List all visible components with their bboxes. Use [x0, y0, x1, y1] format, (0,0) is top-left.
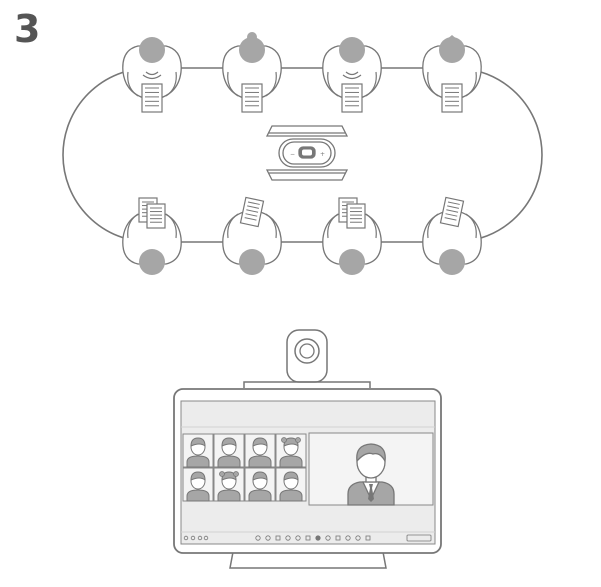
gallery-tile [275, 433, 307, 468]
participant-avatar-icon [248, 437, 272, 468]
display-stand [229, 551, 387, 569]
participant-gallery [182, 433, 307, 502]
toolbar-icon [335, 535, 341, 541]
leave-meeting-button [406, 534, 432, 542]
meeting-toolbar [181, 531, 435, 542]
presenter-avatar-icon [347, 443, 395, 506]
status-icon [183, 535, 189, 541]
document-icon [239, 196, 265, 228]
person-top-view-icon [422, 209, 482, 275]
gallery-tile [182, 433, 214, 468]
toolbar-icon [275, 535, 281, 541]
active-speaker-view [308, 432, 434, 506]
gallery-tile [213, 433, 245, 468]
document-icon [341, 83, 363, 113]
step-number: 3 [14, 7, 41, 51]
meeting-room-top-view: − + [62, 32, 543, 275]
toolbar-icon [255, 535, 261, 541]
toolbar-icon [355, 535, 361, 541]
toolbar-icon [265, 535, 271, 541]
gallery-tile [213, 467, 245, 502]
participant-avatar-icon [248, 471, 272, 502]
person-top-view-icon [322, 37, 382, 101]
person-top-view-icon [422, 35, 482, 101]
document-icon [241, 83, 263, 113]
document-icon [439, 196, 465, 228]
toolbar-icon [295, 535, 301, 541]
participant-avatar-icon [217, 471, 241, 502]
webcam-icon [243, 329, 371, 388]
gallery-tile [182, 467, 214, 502]
toolbar-icon [365, 535, 371, 541]
toolbar-icon [285, 535, 291, 541]
status-icon [197, 535, 203, 541]
document-icon [441, 83, 463, 113]
seat-top-4 [422, 35, 482, 113]
bottom-row-seats [122, 196, 482, 275]
svg-text:−: − [290, 151, 295, 158]
person-top-view-icon [122, 37, 182, 101]
document-icon [146, 203, 166, 229]
seat-bottom-4 [422, 196, 482, 275]
document-icon [346, 203, 366, 229]
participant-avatar-icon [186, 437, 210, 468]
document-icon [141, 83, 163, 113]
person-top-view-icon [222, 209, 282, 275]
toolbar-icon [305, 535, 311, 541]
seat-top-1 [122, 37, 182, 113]
seat-top-3 [322, 37, 382, 113]
participant-avatar-icon [186, 471, 210, 502]
video-conference-display [173, 329, 442, 569]
status-icon [203, 535, 209, 541]
gallery-tile [275, 467, 307, 502]
participant-avatar-icon [279, 437, 303, 468]
person-top-view-icon [222, 32, 282, 101]
gallery-tile [244, 433, 276, 468]
seat-top-2 [222, 32, 282, 113]
status-icon [190, 535, 196, 541]
seat-bottom-3 [322, 197, 382, 275]
toolbar-icon [315, 535, 321, 541]
svg-text:+: + [320, 151, 325, 158]
top-row-seats [122, 32, 482, 113]
toolbar-icon [345, 535, 351, 541]
seat-bottom-1 [122, 197, 182, 275]
seat-bottom-2 [222, 196, 282, 275]
participant-avatar-icon [217, 437, 241, 468]
participant-avatar-icon [279, 471, 303, 502]
toolbar-icon [325, 535, 331, 541]
speakerphone-icon: − + [265, 125, 349, 181]
gallery-tile [244, 467, 276, 502]
